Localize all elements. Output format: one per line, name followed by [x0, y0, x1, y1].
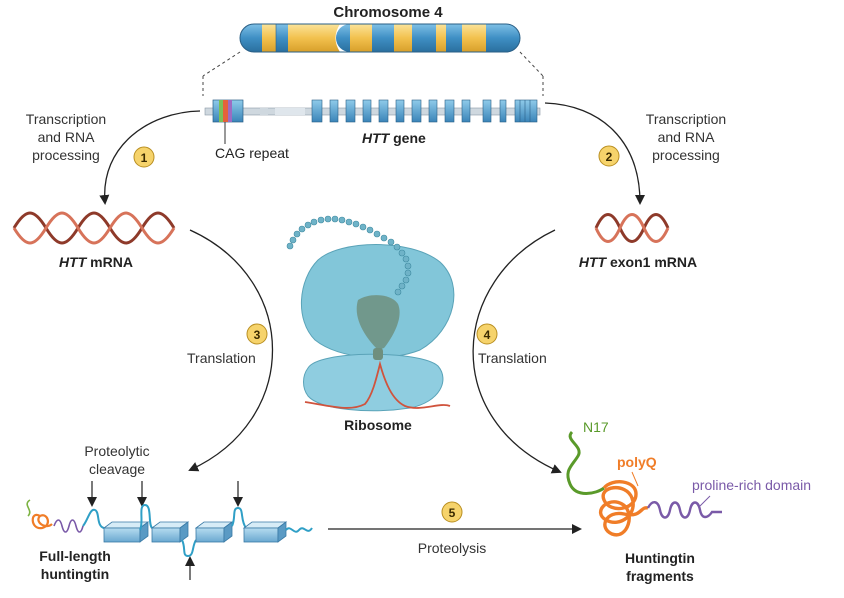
svg-text:5: 5 [449, 506, 456, 520]
svg-text:cleavage: cleavage [89, 461, 145, 477]
cag-repeat-label: CAG repeat [215, 145, 289, 161]
cleavage-arrows [87, 481, 243, 580]
step-badge-5: 5 [441, 501, 463, 523]
htt-exon1-mrna-label: HTT exon1 mRNA [579, 254, 697, 270]
svg-text:Transcription: Transcription [26, 111, 106, 127]
arrow-translation-left [188, 229, 274, 472]
htt-exon1-mrna-helix [594, 213, 670, 243]
full-length-huntingtin [26, 499, 313, 558]
svg-text:Full-length: Full-length [39, 548, 111, 564]
arrow-translation-right [472, 229, 562, 474]
svg-text:3: 3 [254, 328, 261, 342]
peptide-chain [286, 215, 412, 296]
svg-text:1: 1 [141, 151, 148, 165]
htt-gene-label: HTT gene [362, 130, 426, 146]
n17-label: N17 [583, 419, 609, 435]
svg-text:huntingtin: huntingtin [41, 566, 109, 582]
polyq-label: polyQ [617, 454, 657, 470]
htt-mrna-helix [12, 211, 176, 245]
svg-text:fragments: fragments [626, 568, 694, 584]
zoom-lines [202, 51, 544, 96]
chromosome [239, 23, 521, 53]
proteolysis-label: Proteolysis [418, 540, 486, 556]
ribosome-label: Ribosome [344, 417, 412, 433]
svg-text:processing: processing [32, 147, 100, 163]
svg-text:Transcription: Transcription [646, 111, 726, 127]
svg-text:and RNA: and RNA [658, 129, 715, 145]
htt-gene [204, 99, 541, 123]
step-badge-2: 2 [598, 145, 620, 167]
svg-text:2: 2 [606, 150, 613, 164]
right-transcription-label: Transcription and RNA processing [646, 111, 726, 163]
step-badge-4: 4 [476, 323, 498, 345]
htt-mrna-label: HTT mRNA [59, 254, 133, 270]
proteolytic-cleavage-label: Proteolytic cleavage [84, 443, 149, 477]
proline-pointer [699, 495, 711, 507]
svg-text:Proteolytic: Proteolytic [84, 443, 149, 459]
translation-right-label: Translation [478, 350, 547, 366]
arrow-transcription-left [99, 110, 201, 205]
translation-left-label: Translation [187, 350, 256, 366]
huntingtin-fragment [566, 430, 722, 537]
step-badge-1: 1 [133, 146, 155, 168]
full-length-huntingtin-label: Full-length huntingtin [39, 548, 111, 582]
ribosome [301, 244, 455, 412]
step-badge-3: 3 [246, 323, 268, 345]
svg-text:4: 4 [484, 328, 491, 342]
svg-text:and RNA: and RNA [38, 129, 95, 145]
svg-text:processing: processing [652, 147, 720, 163]
arrow-transcription-right [544, 102, 645, 205]
proline-rich-domain-label: proline-rich domain [692, 477, 811, 493]
huntingtin-fragments-label: Huntingtin fragments [625, 550, 695, 584]
svg-text:Huntingtin: Huntingtin [625, 550, 695, 566]
polyq-pointer [631, 471, 639, 487]
left-transcription-label: Transcription and RNA processing [26, 111, 106, 163]
chromosome-title: Chromosome 4 [333, 4, 443, 21]
